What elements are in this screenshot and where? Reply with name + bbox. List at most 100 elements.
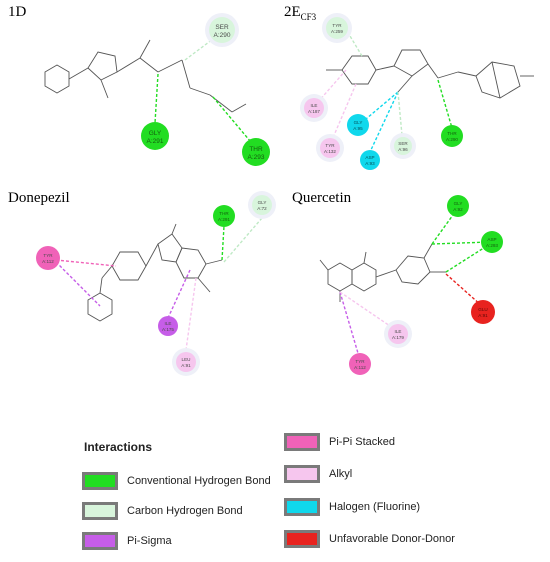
panel-title-donepezil: Donepezil [8, 190, 70, 206]
residue-name: SER [398, 141, 408, 146]
residue-number: A:290 [446, 137, 458, 142]
legend-swatch [284, 530, 320, 548]
residue-number: A:179 [392, 335, 404, 340]
legend-swatch [284, 433, 320, 451]
residue-disc [209, 17, 235, 43]
interactions-legend: Interactions Conventional Hydrogen Bond … [78, 428, 498, 558]
residue-name: ILE [395, 329, 402, 334]
residue-name: THR [249, 146, 263, 153]
legend-label: Alkyl [329, 468, 353, 480]
residue-number: A:175 [162, 327, 174, 332]
residue-number: A:291 [218, 217, 230, 222]
residue-name: TYR [43, 253, 53, 258]
residue-disc [213, 205, 235, 227]
residue-name: THR [447, 131, 457, 136]
residue-name: TYR [355, 359, 365, 364]
legend-label: Halogen (Fluorine) [329, 501, 421, 513]
residue-number: A:92 [453, 207, 463, 212]
residue-name: TYR [332, 23, 342, 28]
legend-title: Interactions [84, 440, 153, 454]
residue-name: GLY [454, 201, 463, 206]
residue-disc [326, 17, 348, 39]
legend-label: Pi-Sigma [127, 535, 172, 547]
residue-number: A:291 [147, 138, 164, 145]
interactions-1d [154, 29, 257, 149]
interaction-diagram: SERA:290GLYA:291THRA:293TYRA:259ILEA:187… [36, 13, 534, 376]
residue-number: A:187 [308, 109, 320, 114]
panel-title-quercetin: Quercetin [292, 190, 352, 206]
legend-label: Pi-Pi Stacked [329, 436, 396, 448]
residue-disc [36, 246, 60, 270]
interactions-donepezil [55, 217, 263, 351]
legend-label: Unfavorable Donor-Donor [329, 533, 455, 545]
legend-label: Carbon Hydrogen Bond [127, 505, 243, 517]
residue-disc [447, 195, 469, 217]
residue-number: A:132 [324, 149, 336, 154]
residue-name: GLU [478, 307, 487, 312]
residue-name: ASP [365, 155, 374, 160]
residue-disc [347, 114, 369, 136]
residue-number: A:112 [354, 365, 366, 370]
residue-disc [394, 137, 412, 155]
panel-title-1d: 1D [8, 4, 27, 20]
legend-label: Conventional Hydrogen Bond [127, 475, 271, 487]
molecule-2ecf3 [326, 49, 534, 99]
legend-item-halogen: Halogen (Fluorine) [284, 496, 420, 518]
residue-number: A:259 [331, 29, 343, 34]
residue-disc [441, 125, 463, 147]
residue-name: ASP [487, 237, 496, 242]
residue-number: A:96 [398, 147, 408, 152]
residue-number: A:91 [181, 363, 191, 368]
molecule-donepezil [87, 223, 223, 322]
residue-number: A:93 [365, 161, 375, 166]
panel-title-2ecf3: 2ECF3 [284, 4, 317, 22]
legend-swatch [82, 502, 118, 520]
residue-disc [304, 98, 324, 118]
residue-name: LEU [182, 357, 191, 362]
residue-disc [242, 138, 270, 166]
residue-disc [176, 352, 196, 372]
molecule-1d [44, 39, 247, 113]
residue-disc [360, 150, 380, 170]
residue-name: GLY [354, 120, 363, 125]
legend-item-conventional-hbond: Conventional Hydrogen Bond [82, 470, 271, 492]
residue-disc [320, 138, 340, 158]
residue-disc [141, 122, 169, 150]
residue-number: A:290 [214, 32, 231, 39]
residue-disc [349, 353, 371, 375]
residue-disc [481, 231, 503, 253]
residue-disc [388, 324, 408, 344]
legend-item-pi-sigma: Pi-Sigma [82, 530, 172, 552]
residue-number: A:91 [478, 313, 488, 318]
legend-swatch [82, 532, 118, 550]
residue-name: THR [219, 211, 229, 216]
residue-layer: SERA:290GLYA:291THRA:293TYRA:259ILEA:187… [36, 13, 503, 376]
residue-number: A:112 [42, 259, 54, 264]
residue-disc [471, 300, 495, 324]
residue-disc [252, 195, 272, 215]
legend-item-carbon-hbond: Carbon Hydrogen Bond [82, 500, 243, 522]
legend-item-alkyl: Alkyl [284, 463, 352, 485]
residue-number: A:95 [353, 126, 363, 131]
legend-swatch [82, 472, 118, 490]
legend-swatch [284, 465, 320, 483]
legend-item-pi-pi-stacked: Pi-Pi Stacked [284, 431, 395, 453]
